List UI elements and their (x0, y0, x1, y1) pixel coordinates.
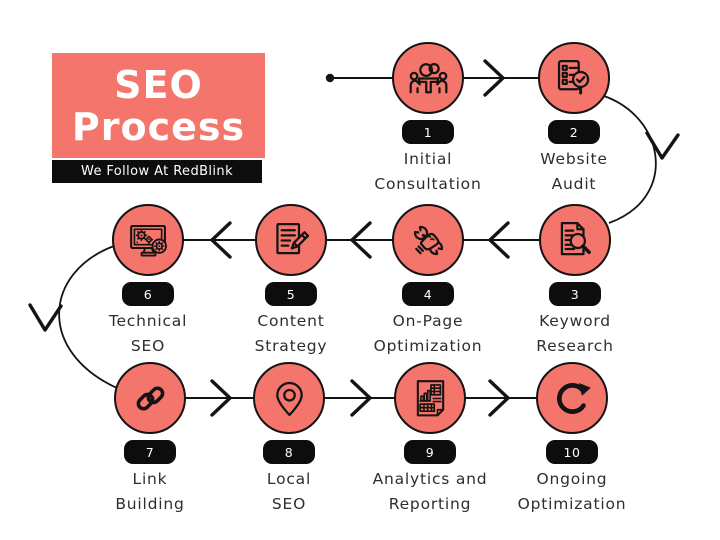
step-onpage-optimization: 4 On-Page Optimization (358, 204, 498, 359)
chain-link-icon (136, 385, 164, 411)
location-pin-icon (275, 381, 303, 416)
step-circle (253, 362, 325, 434)
step-number-badge: 7 (124, 440, 176, 464)
step-keyword-research: 3 Keyword Research (505, 204, 645, 359)
meeting-icon (409, 62, 447, 93)
step-circle (255, 204, 327, 276)
refresh-icon (556, 382, 591, 414)
step-circle (114, 362, 186, 434)
title-banner: SEO Process (52, 53, 265, 158)
step-circle (394, 362, 466, 434)
step-label: Ongoing Optimization (517, 470, 627, 513)
step-number-badge: 8 (263, 440, 315, 464)
step-label: Analytics and Reporting (372, 470, 488, 513)
subtitle-bar: We Follow At RedBlink (52, 160, 262, 183)
step-label: On-Page Optimization (373, 312, 483, 355)
document-pencil-icon (275, 222, 309, 254)
arrow-right-icon (350, 379, 372, 417)
step-label: Initial Consultation (374, 150, 482, 193)
monitor-gears-icon (129, 224, 167, 256)
title-block: SEO Process We Follow At RedBlink (52, 53, 265, 183)
step-number-badge: 4 (402, 282, 454, 306)
arrow-down-icon (645, 131, 680, 160)
step-number-badge: 10 (546, 440, 598, 464)
page-title: SEO Process (72, 64, 245, 148)
step-label: Technical SEO (108, 312, 188, 355)
arrow-right-icon (488, 379, 510, 417)
step-ongoing-optimization: 10 Ongoing Optimization (502, 362, 642, 517)
step-link-building: 7 Link Building (80, 362, 220, 517)
curve-right (603, 95, 657, 224)
step-content-strategy: 5 Content Strategy (221, 204, 361, 359)
step-label: Website Audit (540, 150, 608, 193)
step-number-badge: 1 (402, 120, 454, 144)
audit-checklist-icon (557, 59, 589, 95)
step-circle (539, 204, 611, 276)
title-line1: SEO (114, 62, 203, 107)
step-number-badge: 2 (548, 120, 600, 144)
arrow-down-icon (28, 303, 63, 332)
step-circle (536, 362, 608, 434)
step-technical-seo: 6 Technical SEO (78, 204, 218, 359)
step-number-badge: 5 (265, 282, 317, 306)
report-chart-icon (416, 379, 444, 416)
step-circle (392, 42, 464, 114)
arrow-right-icon (483, 59, 505, 97)
step-number-badge: 6 (122, 282, 174, 306)
step-website-audit: 2 Website Audit (504, 42, 644, 197)
step-circle (112, 204, 184, 276)
step-initial-consultation: 1 Initial Consultation (358, 42, 498, 197)
wrench-fist-icon (413, 225, 443, 255)
arrow-left-icon (210, 221, 232, 259)
step-number-badge: 9 (404, 440, 456, 464)
curve-left (58, 245, 120, 390)
step-label: Content Strategy (254, 312, 328, 355)
document-search-icon (560, 221, 591, 255)
arrow-right-icon (210, 379, 232, 417)
step-analytics-reporting: 9 Analytics and Reporting (360, 362, 500, 517)
arrow-left-icon (350, 221, 372, 259)
step-circle (392, 204, 464, 276)
title-line2: Process (71, 104, 246, 149)
step-label: Local SEO (266, 470, 312, 513)
step-circle (538, 42, 610, 114)
step-label: Link Building (115, 470, 185, 513)
step-local-seo: 8 Local SEO (219, 362, 359, 517)
arrow-left-icon (488, 221, 510, 259)
step-number-badge: 3 (549, 282, 601, 306)
step-label: Keyword Research (536, 312, 614, 355)
